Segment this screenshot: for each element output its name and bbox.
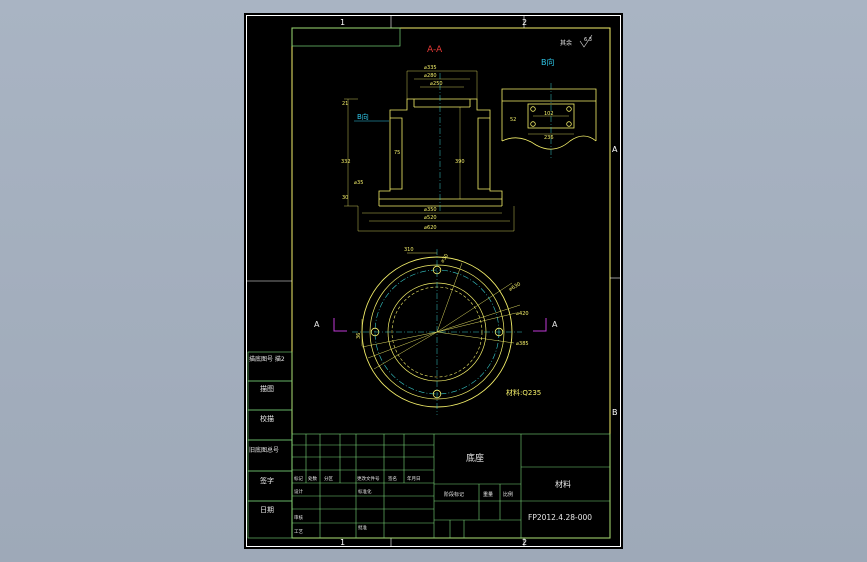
mid-label-0: 标准化 bbox=[358, 488, 372, 495]
part-name: 底座 bbox=[466, 452, 484, 464]
row-label-0: 标记 bbox=[294, 475, 303, 482]
roughness-value: 6.3 bbox=[584, 37, 592, 43]
left-label-2: 工艺 bbox=[294, 529, 303, 535]
section-aa-dimensions bbox=[344, 70, 515, 232]
dim-332: 332 bbox=[341, 159, 351, 165]
side-label-2: 校描 bbox=[260, 414, 274, 423]
dim-d385: ⌀385 bbox=[516, 341, 529, 347]
material-note: 材料:Q235 bbox=[506, 388, 541, 397]
section-marker-right bbox=[533, 318, 547, 332]
cut-label-left: A bbox=[314, 320, 320, 329]
dim-236: 236 bbox=[544, 135, 554, 141]
mid-label-1: 批准 bbox=[358, 524, 367, 531]
cad-drawing: 1 2 1 2 A B A-A ⌀335 ⌀280 ⌀250 21 390 33 bbox=[246, 15, 621, 547]
dim-36: 36 bbox=[356, 333, 362, 339]
dim-d35: ⌀35 bbox=[354, 180, 363, 186]
dim-102: 102 bbox=[544, 111, 554, 117]
side-label-5: 日期 bbox=[260, 506, 274, 514]
zone-label-bottom-1: 1 bbox=[340, 538, 345, 547]
stage-header-0: 阶段标记 bbox=[444, 491, 464, 498]
zone-label-top-1: 1 bbox=[340, 18, 345, 27]
side-label-4: 签字 bbox=[260, 476, 274, 485]
section-marker-left bbox=[333, 318, 347, 332]
view-b-reference: B向 bbox=[357, 112, 369, 121]
stage-header-1: 重量 bbox=[483, 491, 493, 498]
dim-75: 75 bbox=[394, 150, 400, 156]
dim-390: 390 bbox=[455, 159, 465, 165]
dim-52: 52 bbox=[510, 117, 516, 123]
row-label-4: 签名 bbox=[388, 475, 397, 482]
side-label-0: 描底图号 描2 bbox=[249, 355, 285, 363]
top-left-box bbox=[291, 27, 401, 47]
dim-bot-520: ⌀520 bbox=[424, 215, 437, 221]
dim-30: 30 bbox=[342, 195, 348, 201]
zone-label-right-a: A bbox=[612, 145, 618, 154]
roughness-note: 其余 bbox=[560, 39, 572, 47]
dim-d30: ⌀30 bbox=[440, 253, 450, 264]
row-label-5: 年月日 bbox=[407, 475, 421, 482]
zone-label-top-2: 2 bbox=[522, 18, 527, 27]
section-aa-outline bbox=[378, 98, 503, 207]
side-label-1: 描图 bbox=[260, 384, 274, 393]
title-block-grid bbox=[291, 433, 611, 539]
stage-header-2: 比例 bbox=[503, 491, 513, 498]
left-label-0: 设计 bbox=[294, 488, 303, 495]
dim-top-280: ⌀280 bbox=[424, 73, 437, 79]
cut-label-right: A bbox=[552, 320, 558, 329]
plan-leader-lines bbox=[361, 252, 521, 370]
material-label: 材料 bbox=[555, 479, 571, 489]
view-b-outline bbox=[501, 88, 597, 150]
dim-d420: ⌀420 bbox=[516, 311, 529, 317]
dim-top-335: ⌀335 bbox=[424, 65, 437, 71]
row-label-2: 分区 bbox=[324, 475, 333, 482]
dim-21: 21 bbox=[342, 101, 348, 107]
drawing-number: FP2012.4.28-000 bbox=[528, 513, 592, 522]
dim-d630: ⌀630 bbox=[508, 281, 522, 292]
dim-bot-350: ⌀350 bbox=[424, 207, 437, 213]
zone-label-right-b: B bbox=[612, 408, 618, 417]
side-label-3: 旧底图总号 bbox=[249, 446, 279, 454]
dim-top-250: ⌀250 bbox=[430, 81, 443, 87]
roughness-symbol bbox=[579, 34, 593, 48]
row-label-1: 处数 bbox=[308, 475, 317, 482]
zone-label-bottom-2: 2 bbox=[522, 538, 527, 547]
drawing-sheet: 1 2 1 2 A B A-A ⌀335 ⌀280 ⌀250 21 390 33 bbox=[244, 13, 623, 549]
dim-bot-620: ⌀620 bbox=[424, 225, 437, 231]
row-label-3: 更改文件号 bbox=[357, 475, 380, 482]
view-b-label: B向 bbox=[541, 57, 555, 67]
section-label-aa: A-A bbox=[427, 45, 443, 55]
left-label-1: 审核 bbox=[294, 514, 303, 521]
outer-frame bbox=[246, 15, 621, 547]
dim-310: 310 bbox=[404, 247, 414, 253]
